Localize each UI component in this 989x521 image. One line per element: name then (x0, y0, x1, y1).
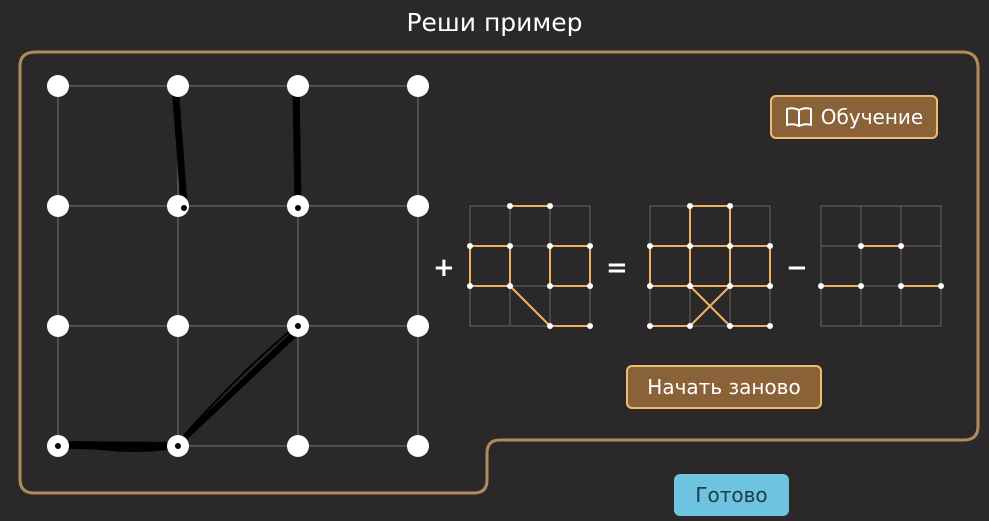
figure-3 (818, 205, 944, 327)
figure-2 (647, 203, 773, 329)
tutorial-button-label: Обучение (820, 105, 924, 129)
grid-dot (407, 435, 429, 457)
book-icon (785, 106, 813, 128)
tutorial-button[interactable]: Обучение (770, 95, 938, 139)
done-button-label: Готово (695, 483, 768, 507)
grid-dot (47, 75, 69, 97)
grid-dot (287, 435, 309, 457)
page-title: Реши пример (406, 8, 583, 37)
grid-dot (47, 315, 69, 337)
grid-dot (287, 75, 309, 97)
minus-sign: − (786, 253, 808, 283)
plus-sign: + (433, 253, 455, 283)
grid-dot (407, 75, 429, 97)
done-button[interactable]: Готово (674, 474, 789, 516)
figure-1 (467, 203, 593, 329)
grid-dot (167, 75, 189, 97)
grid-dot (407, 315, 429, 337)
user-strokes (54, 82, 302, 452)
grid-dot (47, 195, 69, 217)
grid-dot (167, 195, 189, 217)
restart-button-label: Начать заново (647, 375, 801, 399)
restart-button[interactable]: Начать заново (626, 365, 822, 409)
grid-dot (407, 195, 429, 217)
grid-dot (167, 315, 189, 337)
equals-sign: = (606, 253, 628, 283)
